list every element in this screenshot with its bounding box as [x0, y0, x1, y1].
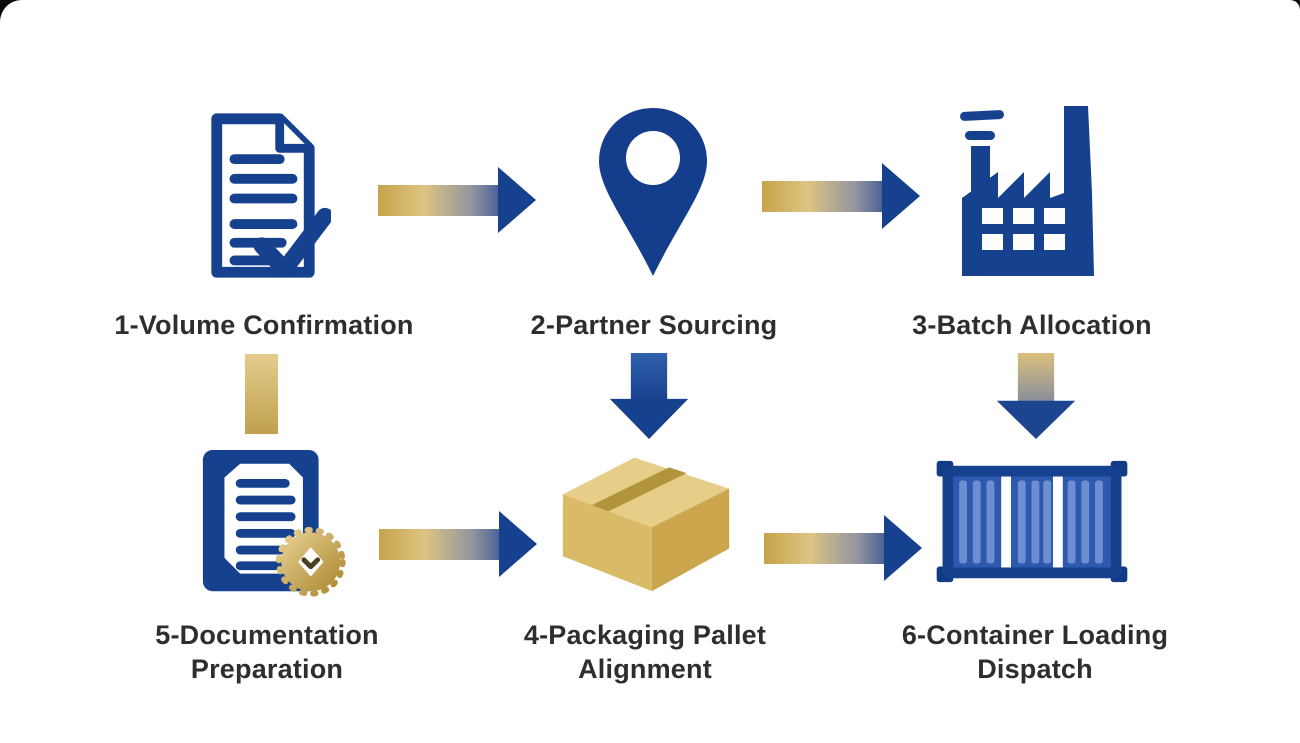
- step-label-text: 2-Partner Sourcing: [530, 310, 778, 340]
- step-label-text: 4-Packaging Pallet: [523, 620, 767, 650]
- step-label-volume-confirmation: 1-Volume Confirmation: [64, 308, 464, 342]
- arrow-partner-to-batch: [762, 156, 922, 236]
- step-label-text: 6-Container Loading: [901, 620, 1169, 650]
- arrow-partner-to-packaging: [606, 352, 692, 440]
- arrow-packaging-to-container: [763, 508, 925, 588]
- step-label-partner-sourcing: 2-Partner Sourcing: [454, 308, 854, 342]
- arrow-documentation-to-packaging: [378, 504, 540, 584]
- step-label-text: Alignment: [578, 654, 712, 684]
- step-label-batch-allocation: 3-Batch Allocation: [832, 308, 1232, 342]
- step-label-container-loading-dispatch: 6-Container Loading Dispatch: [835, 618, 1235, 686]
- arrow-volume-to-partner: [378, 160, 538, 240]
- step-label-packaging-pallet-alignment: 4-Packaging Pallet Alignment: [445, 618, 845, 686]
- step-label-text: 1-Volume Confirmation: [114, 310, 414, 340]
- step-label-text: 3-Batch Allocation: [912, 310, 1152, 340]
- step-label-text: Dispatch: [977, 654, 1093, 684]
- step-label-text: 5-Documentation: [155, 620, 379, 650]
- step-label-documentation-preparation: 5-Documentation Preparation: [67, 618, 467, 686]
- step-label-text: Preparation: [190, 654, 344, 684]
- arrow-batch-to-container: [993, 352, 1079, 440]
- connector-volume-to-documentation: [245, 354, 278, 434]
